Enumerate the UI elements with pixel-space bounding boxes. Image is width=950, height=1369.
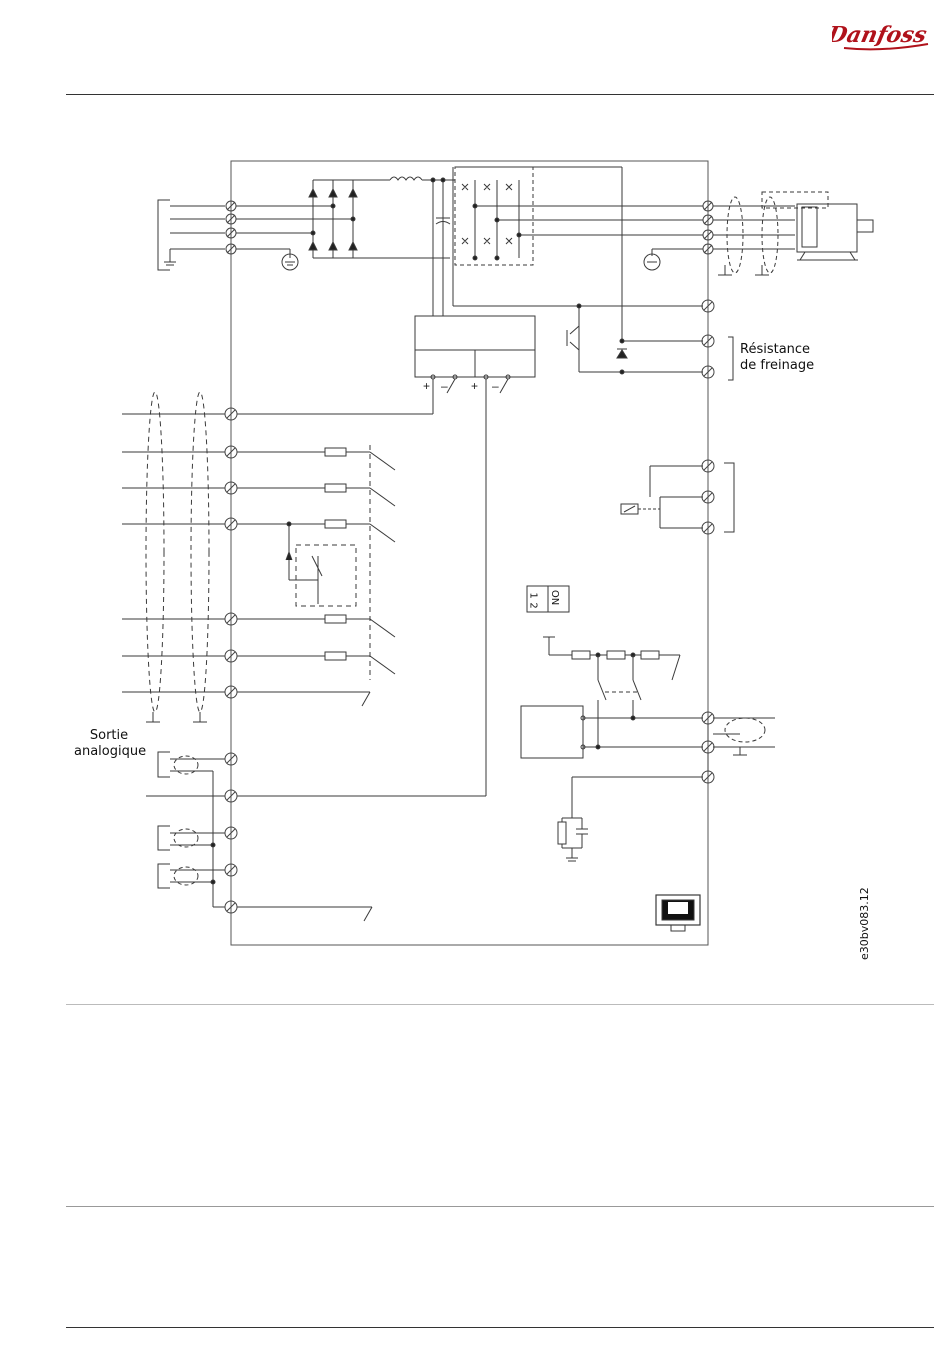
brake-chopper xyxy=(453,167,733,380)
drive-enclosure xyxy=(231,161,708,945)
section-divider xyxy=(66,1206,934,1207)
dip-switch-on-label: ON xyxy=(549,590,560,605)
brake-resistor-label: Résistance de freinage xyxy=(740,342,814,374)
rc-filter xyxy=(558,777,703,861)
wiring-diagram: + – + – xyxy=(0,0,950,1000)
motor-output xyxy=(644,192,873,275)
svg-text:+: + xyxy=(423,379,430,393)
mains-bracket xyxy=(158,200,170,270)
drawing-code: e30bv083.12 xyxy=(858,887,871,960)
power-supply: + – + – xyxy=(237,316,535,796)
analog-output-lines xyxy=(146,752,372,921)
section-divider xyxy=(66,1004,934,1005)
dip-switch-2-label: 2 xyxy=(528,602,539,608)
dip-switch-labels: 1 2 ON xyxy=(527,586,569,612)
mains-lines xyxy=(164,206,225,265)
analog-output-label: Sortie analogique xyxy=(74,728,144,760)
svg-text:–: – xyxy=(441,379,448,393)
rs485-circuit xyxy=(521,637,775,771)
dc-link xyxy=(390,177,455,316)
dip-switch-1-label: 1 xyxy=(528,592,539,598)
svg-text:–: – xyxy=(492,379,499,393)
relay-output xyxy=(621,463,734,532)
footer-rule xyxy=(66,1327,934,1328)
control-inputs xyxy=(122,392,395,722)
svg-text:+: + xyxy=(471,379,478,393)
rectifier-bridge xyxy=(236,180,450,270)
rj45-port-icon xyxy=(656,895,700,931)
motor-icon xyxy=(797,204,857,252)
